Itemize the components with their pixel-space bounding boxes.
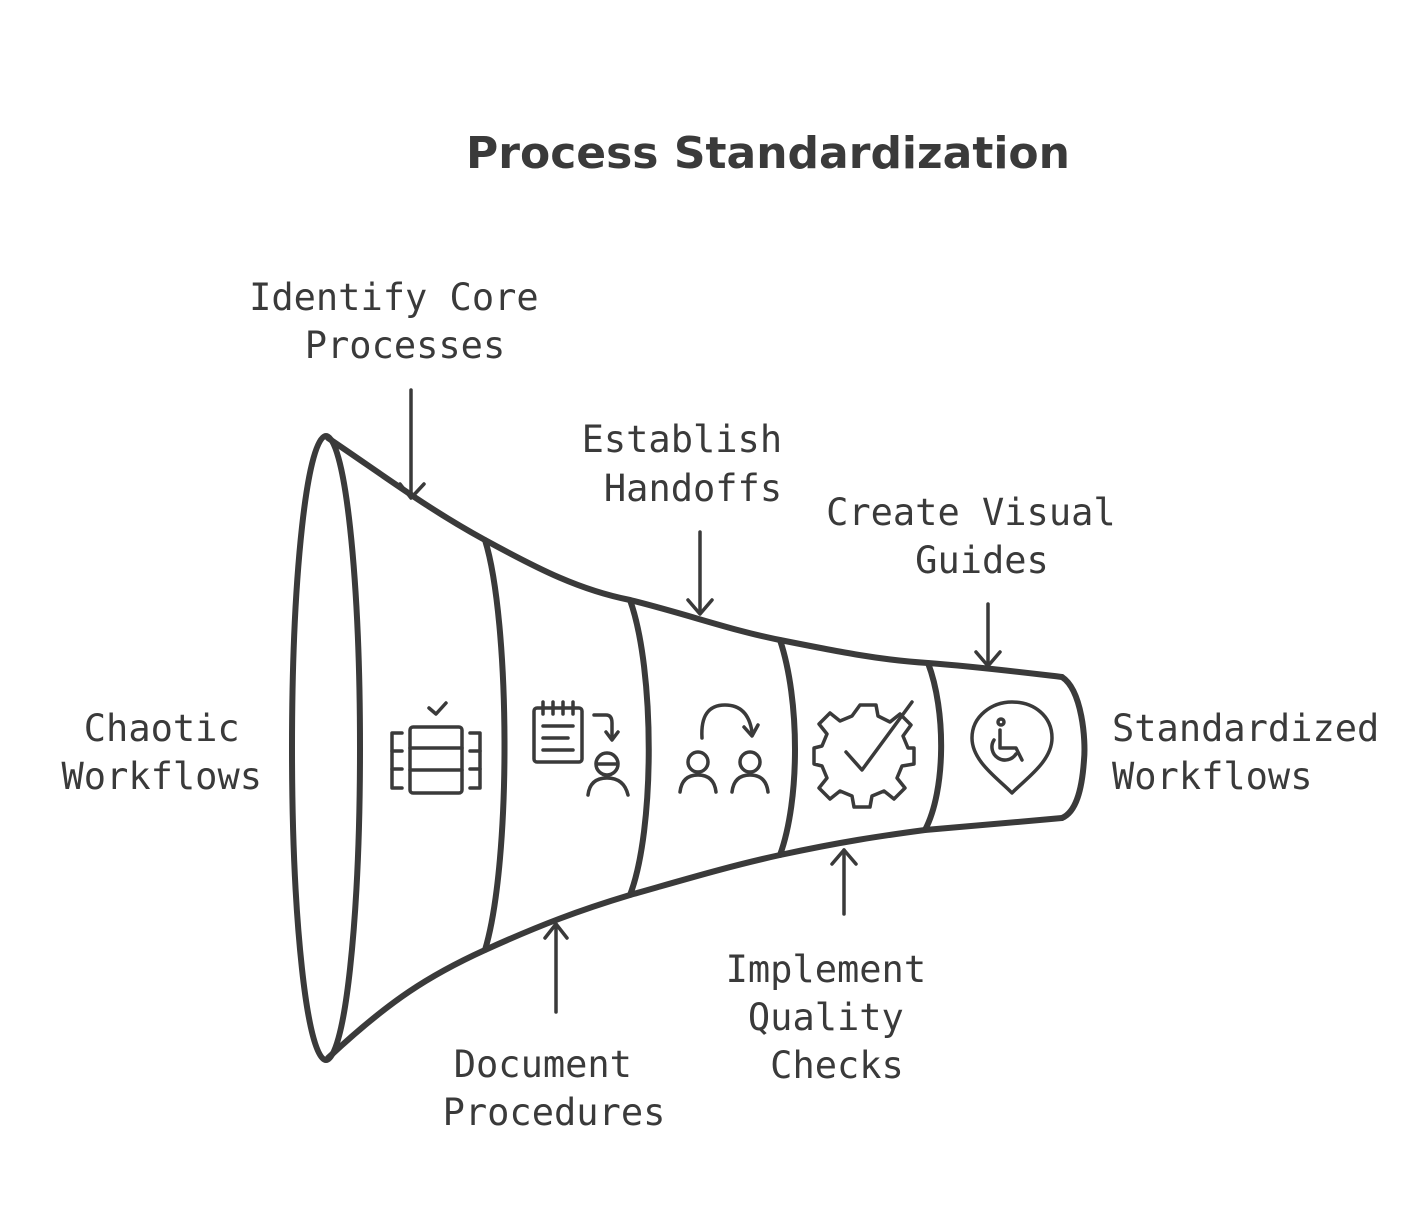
diagram-title: Process Standardization [466,128,1070,179]
arrow-stage-1 [398,388,426,500]
arrow-stage-2 [543,922,569,1014]
stage-1-label: Identify Core Processes [249,276,561,367]
arrow-stage-5 [974,602,1002,668]
handoff-people-icon [678,703,770,794]
arrow-stage-4 [830,848,858,916]
arrow-stage-3 [686,530,714,616]
stage-2-label: Document Procedures [443,1043,666,1134]
funnel-body [289,433,1088,1063]
accessibility-pin-icon [970,700,1054,795]
stage-3-label: Establish Handoffs [582,418,805,510]
stage-5-label: Create Visual Guides [826,491,1138,582]
output-label: Standardized Workflows [1112,707,1402,798]
input-label: Chaotic Workflows [62,707,262,798]
database-check-icon [390,701,482,795]
notepad-person-icon [532,700,630,797]
gear-check-icon [812,700,916,809]
stage-4-label: Implement Quality Checks [726,948,949,1087]
